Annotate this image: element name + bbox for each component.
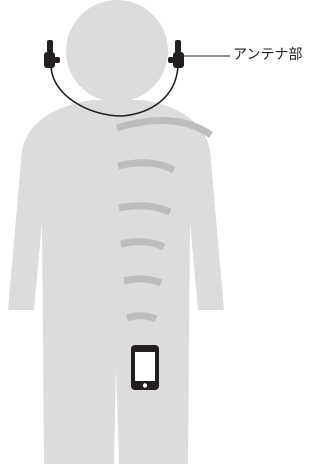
earphone-icon [168, 40, 184, 68]
signal-wave [127, 316, 156, 319]
person-head [66, 0, 168, 102]
person-body [8, 100, 224, 464]
smartphone-icon [131, 345, 159, 390]
person-silhouette [8, 0, 224, 464]
earphone-icon [44, 40, 60, 68]
signal-wave [124, 279, 161, 283]
antenna-callout-label: アンテナ部 [233, 47, 302, 63]
